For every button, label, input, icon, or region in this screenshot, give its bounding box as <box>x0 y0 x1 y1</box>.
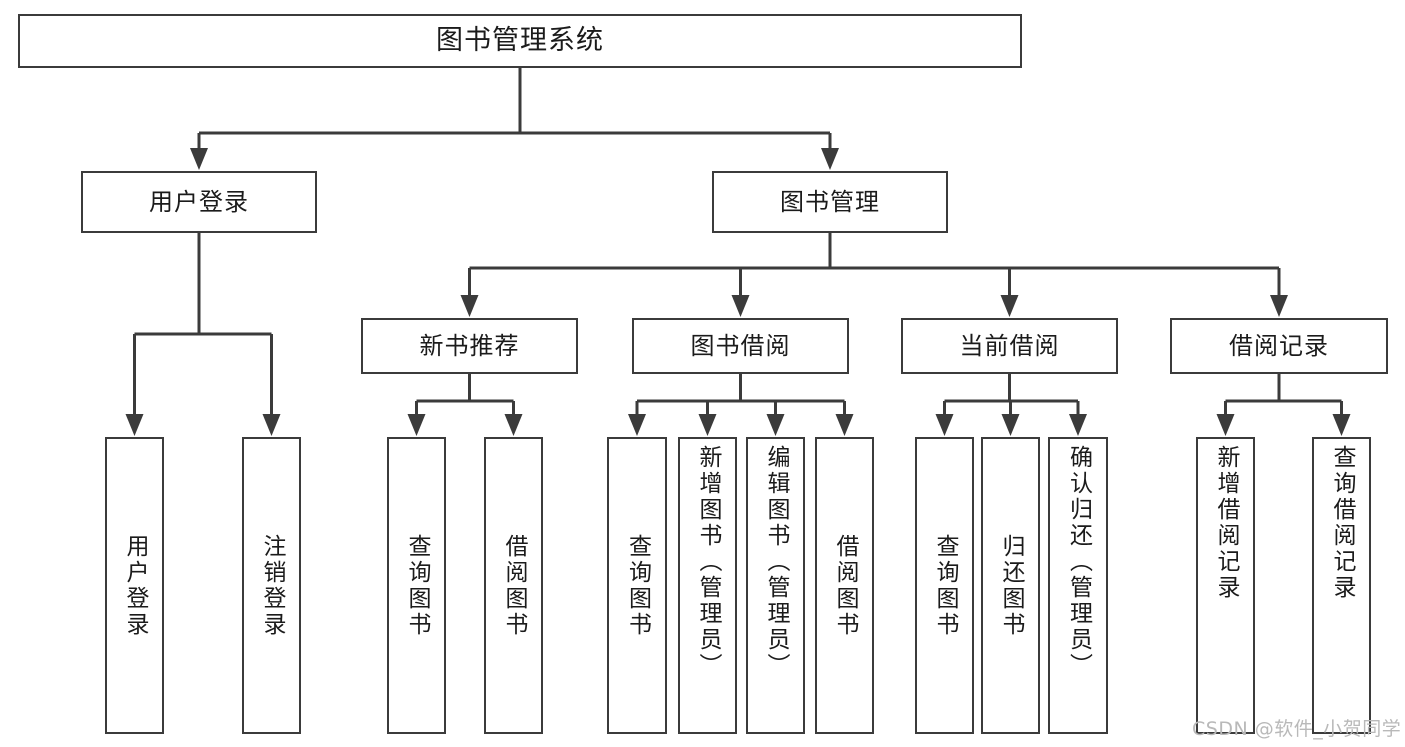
node-label: 查询图书 <box>932 533 958 638</box>
arrowhead-icon <box>504 414 523 436</box>
node-label: 图书管理 <box>780 187 880 216</box>
arrowhead-icon <box>1332 414 1351 436</box>
arrowhead-icon <box>766 414 785 436</box>
node-leaf-add-book: 新增图书（管理员） <box>678 437 737 734</box>
node-label: 用户登录 <box>149 187 249 216</box>
node-label: 查询图书 <box>624 533 651 638</box>
arrowhead-icon <box>262 414 281 436</box>
node-label: 注销登录 <box>259 533 285 638</box>
arrowhead-icon <box>190 148 208 170</box>
node-leaf-return-book: 归还图书 <box>981 437 1040 734</box>
arrowhead-icon <box>407 414 426 436</box>
node-label: 图书借阅 <box>690 331 791 360</box>
arrowhead-icon <box>1270 295 1288 317</box>
csdn-watermark: CSDN @软件_小贺同学 <box>1192 718 1402 740</box>
node-leaf-logout: 注销登录 <box>242 437 301 734</box>
node-label: 确认归还（管理员） <box>1065 445 1092 679</box>
node-label: 借阅图书 <box>832 533 858 638</box>
arrowhead-icon <box>731 295 750 317</box>
node-leaf-edit-book: 编辑图书（管理员） <box>746 437 805 734</box>
node-leaf-confirm-return: 确认归还（管理员） <box>1048 437 1108 734</box>
arrowhead-icon <box>460 295 479 317</box>
node-label: 新书推荐 <box>419 331 520 360</box>
node-book-manage: 图书管理 <box>712 171 948 233</box>
arrowhead-icon <box>1069 414 1087 436</box>
node-user-login: 用户登录 <box>81 171 317 233</box>
node-book-borrow: 图书借阅 <box>632 318 849 374</box>
arrowhead-icon <box>1000 295 1019 317</box>
node-leaf-query-record: 查询借阅记录 <box>1312 437 1371 734</box>
arrowhead-icon <box>835 414 854 436</box>
node-label: 图书管理系统 <box>436 25 604 57</box>
arrowhead-icon <box>1216 414 1235 436</box>
node-label: 新增图书（管理员） <box>695 445 721 679</box>
node-leaf-borrow-book-2: 借阅图书 <box>815 437 874 734</box>
node-leaf-query-book-3: 查询图书 <box>915 437 974 734</box>
node-new-book-recommend: 新书推荐 <box>361 318 578 374</box>
node-root: 图书管理系统 <box>18 14 1022 68</box>
node-current-borrow: 当前借阅 <box>901 318 1118 374</box>
node-label: 新增借阅记录 <box>1213 445 1239 601</box>
node-leaf-borrow-book-1: 借阅图书 <box>484 437 543 734</box>
node-leaf-user-login: 用户登录 <box>105 437 164 734</box>
node-label: 借阅图书 <box>501 533 527 638</box>
node-label: 编辑图书（管理员） <box>763 445 789 679</box>
node-label: 查询图书 <box>404 533 430 638</box>
arrowhead-icon <box>125 414 144 436</box>
node-label: 借阅记录 <box>1229 331 1329 360</box>
arrowhead-icon <box>935 414 954 436</box>
arrowhead-icon <box>698 414 717 436</box>
node-leaf-query-book-1: 查询图书 <box>387 437 446 734</box>
node-borrow-record: 借阅记录 <box>1170 318 1388 374</box>
node-label: 用户登录 <box>122 533 148 638</box>
node-label: 归还图书 <box>998 533 1024 638</box>
node-label: 当前借阅 <box>959 331 1060 360</box>
node-leaf-query-book-2: 查询图书 <box>607 437 667 734</box>
arrowhead-icon <box>821 148 839 170</box>
arrowhead-icon <box>1001 414 1020 436</box>
node-label: 查询借阅记录 <box>1329 445 1355 601</box>
arrowhead-icon <box>628 414 646 436</box>
node-leaf-add-record: 新增借阅记录 <box>1196 437 1255 734</box>
